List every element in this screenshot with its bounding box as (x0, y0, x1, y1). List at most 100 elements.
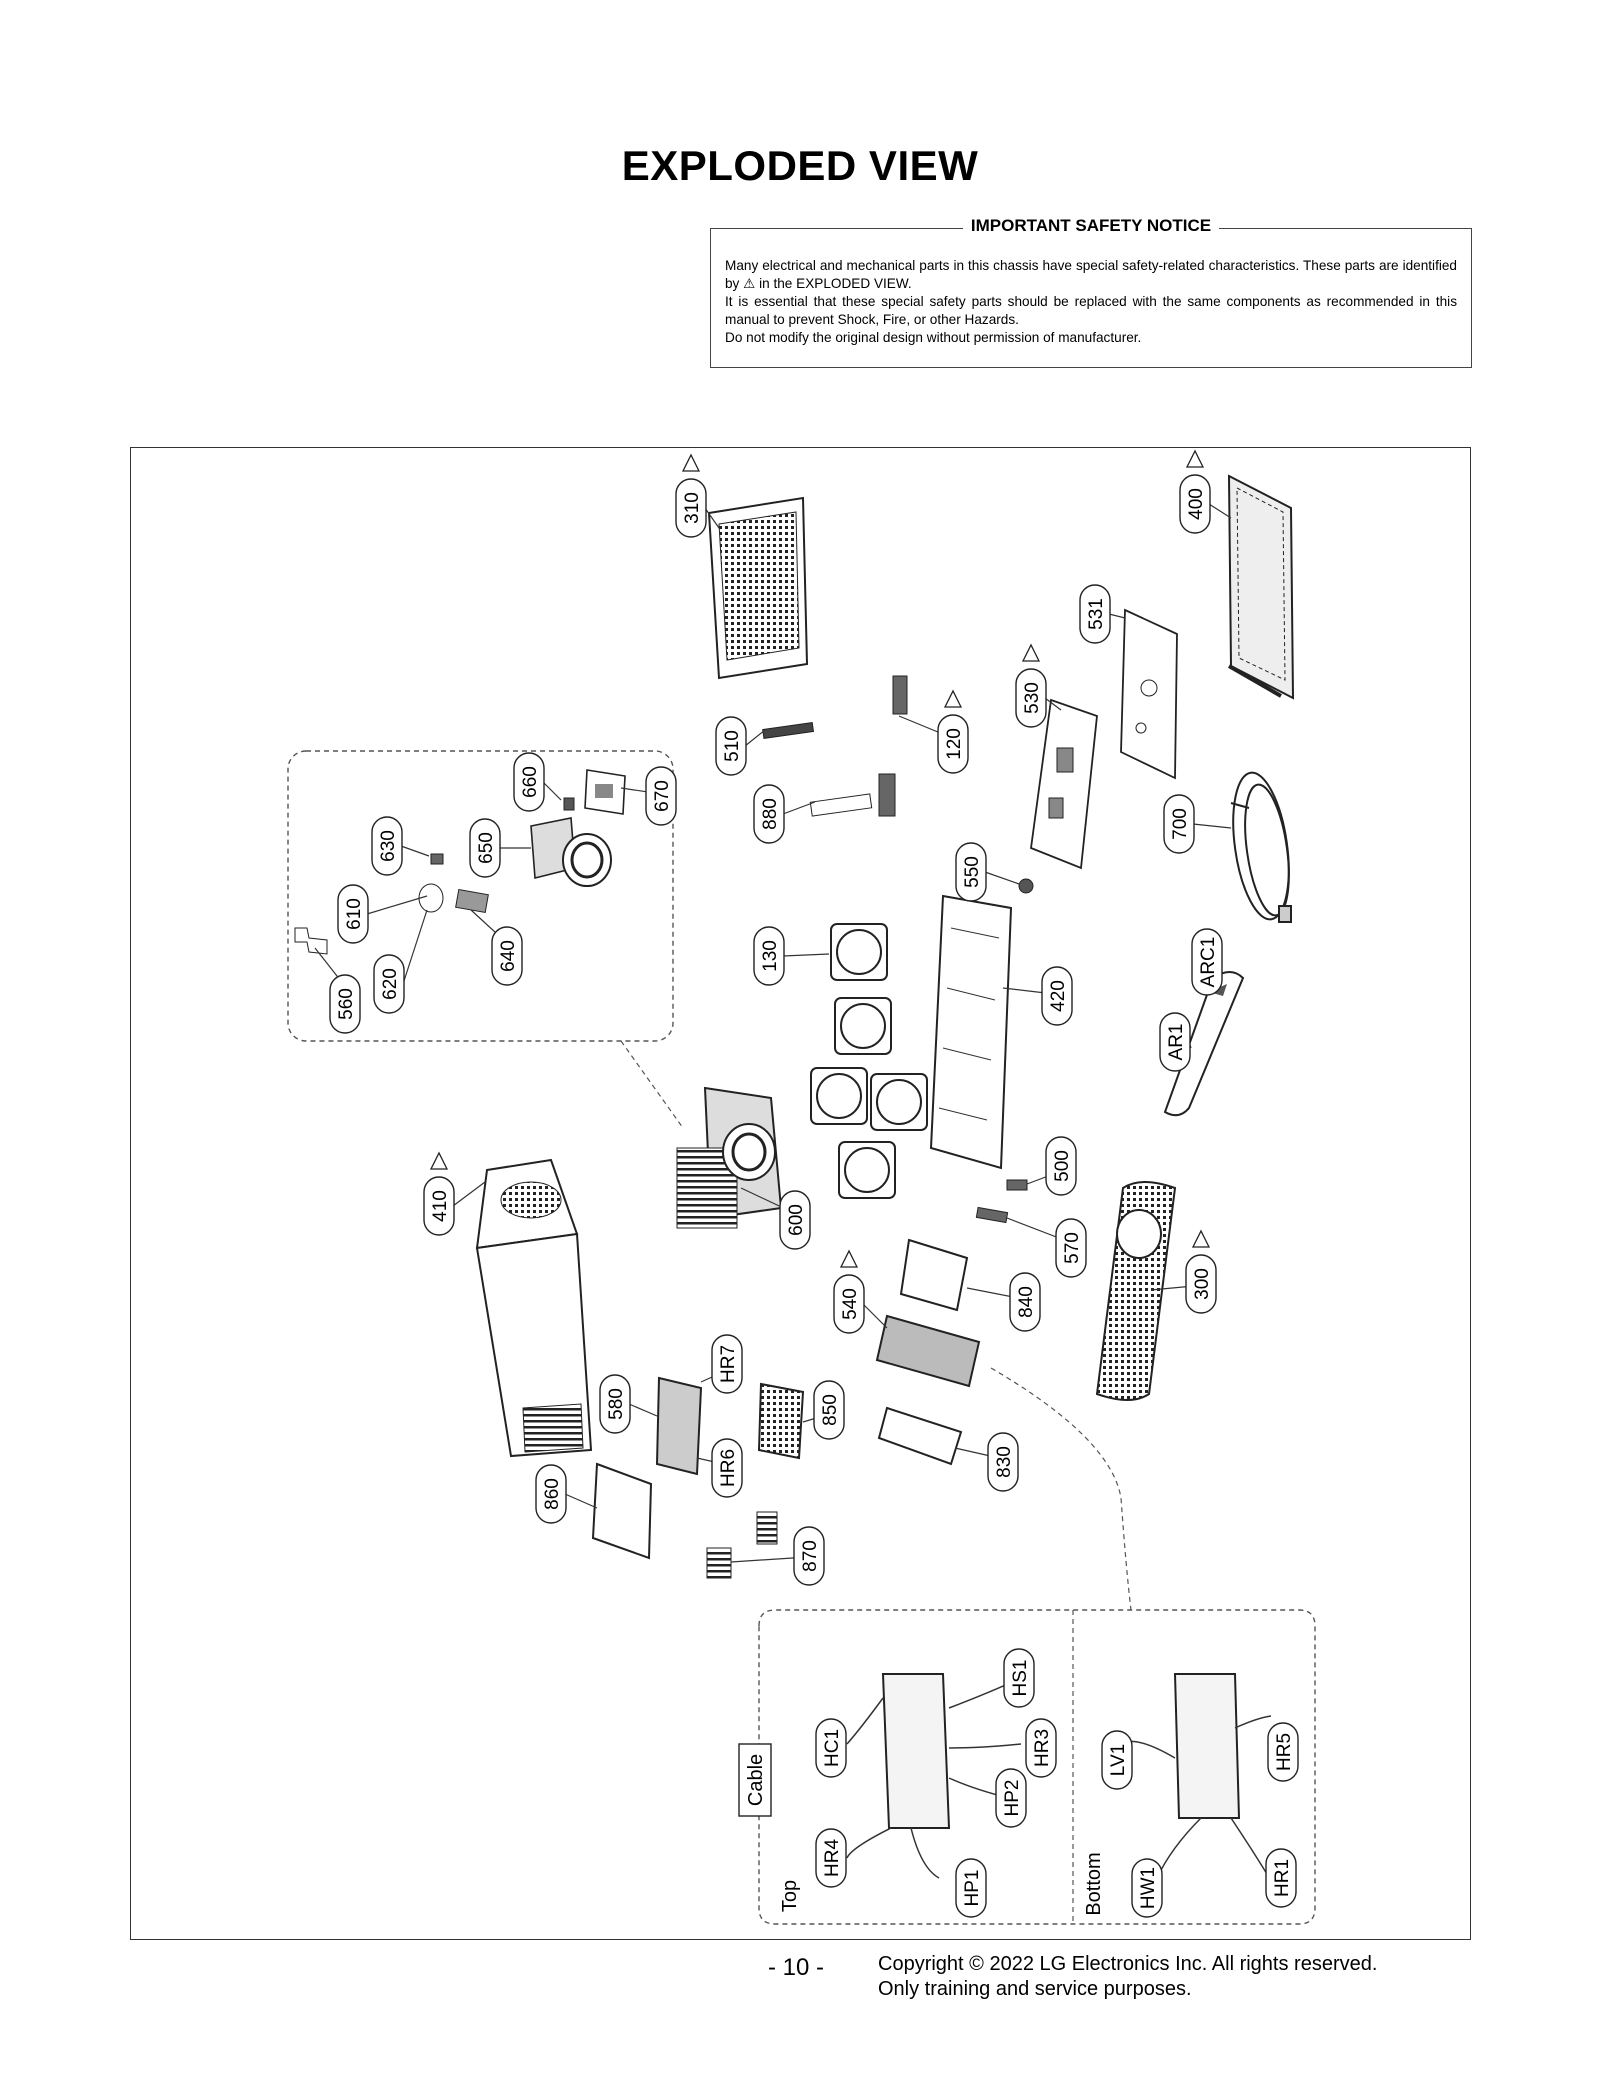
part-650-lens-engine (530, 817, 612, 887)
callout-label-p600: 600 (786, 1204, 807, 1236)
leader-line-p580 (628, 1403, 658, 1417)
callout-p531: 531 (1079, 584, 1111, 644)
callout-p560: 560 (329, 974, 361, 1034)
callout-p870: 870 (793, 1526, 825, 1586)
callout-label-p560: 560 (336, 988, 357, 1020)
cable-label-label: Cable (738, 1743, 772, 1817)
callout-p300: 300 (1185, 1229, 1217, 1314)
cable-label-top_label: Top (779, 1880, 801, 1912)
part-850 (757, 1382, 805, 1460)
callout-p660: 660 (513, 752, 545, 812)
svg-text:Cable: Cable (745, 1754, 767, 1806)
callout-p540: 540 (833, 1249, 865, 1334)
callout-p550: 550 (955, 842, 987, 902)
part-560 (294, 927, 328, 955)
leader-line-p510 (744, 729, 766, 747)
part-410-rear-cover (475, 1158, 593, 1458)
safety-warning-icon (1191, 1229, 1211, 1248)
callout-p570: 570 (1055, 1218, 1087, 1278)
callout-label-phr7: HR7 (718, 1345, 739, 1383)
leader-line-p310 (704, 507, 720, 529)
part-510 (762, 721, 815, 739)
leader-line-p531 (1108, 613, 1126, 619)
callout-label-p120: 120 (944, 728, 965, 760)
leader-line-p610 (366, 895, 428, 915)
part-400-cover (1227, 474, 1295, 700)
callout-label-phr5: HR5 (1274, 1733, 1295, 1771)
callout-label-p570: 570 (1062, 1232, 1083, 1264)
page-title: EXPLODED VIEW (621, 142, 979, 189)
callout-phr4: HR4 (815, 1828, 847, 1888)
safety-warning-icon (943, 689, 963, 708)
callout-phr5: HR5 (1267, 1722, 1299, 1782)
safety-warning-icon (429, 1151, 449, 1170)
safety-warning-icon (1185, 449, 1205, 468)
callout-p130: 130 (753, 926, 785, 986)
part-300-grille (1095, 1181, 1177, 1401)
callout-phr3: HR3 (1025, 1718, 1057, 1778)
callout-p640: 640 (491, 926, 523, 986)
part-630 (430, 853, 444, 865)
callout-label-p410: 410 (430, 1190, 451, 1222)
leader-line-p660 (542, 781, 562, 801)
callout-p610: 610 (337, 884, 369, 944)
svg-text:Bottom: Bottom (1083, 1852, 1105, 1915)
part-840-bracket (899, 1238, 969, 1312)
callout-label-p830: 830 (994, 1446, 1015, 1478)
part-570 (975, 1206, 1009, 1224)
callout-phc1: HC1 (815, 1718, 847, 1778)
footer-copyright: Copyright © 2022 LG Electronics Inc. All… (878, 1952, 1377, 2002)
callout-label-p640: 640 (498, 940, 519, 972)
part-310-grille (707, 496, 809, 680)
part-130-fans (810, 923, 928, 1199)
callout-label-php2: HP2 (1002, 1780, 1023, 1817)
leader-line-p130 (782, 953, 830, 957)
callout-p420: 420 (1041, 966, 1073, 1026)
callout-p500: 500 (1045, 1136, 1077, 1196)
part-660 (563, 797, 575, 811)
training-note: Only training and service purposes. (878, 1978, 1192, 2000)
part-530-board (1030, 698, 1098, 870)
leader-line-p400 (1208, 503, 1232, 519)
callout-phr6: HR6 (711, 1438, 743, 1498)
callout-php2: HP2 (995, 1768, 1027, 1828)
part-420-frame (929, 894, 1013, 1170)
callout-p400: 400 (1179, 449, 1211, 534)
callout-phs1: HS1 (1003, 1648, 1035, 1708)
callout-label-p660: 660 (520, 766, 541, 798)
callout-phr1: HR1 (1265, 1848, 1297, 1908)
callout-p850: 850 (813, 1380, 845, 1440)
callout-p600: 600 (779, 1190, 811, 1250)
callout-p880: 880 (753, 784, 785, 844)
callout-label-parc1: ARC1 (1198, 937, 1219, 988)
safety-notice: IMPORTANT SAFETY NOTICE Many electrical … (710, 216, 1472, 368)
leader-line-p630 (400, 845, 430, 857)
leader-line-p700 (1192, 823, 1232, 829)
part-550 (1018, 878, 1034, 894)
callout-p620: 620 (373, 954, 405, 1014)
leader-line-p540 (862, 1303, 888, 1329)
callout-par1: AR1 (1159, 1012, 1191, 1072)
callout-label-p610: 610 (344, 898, 365, 930)
callout-p510: 510 (715, 716, 747, 776)
notice-heading: IMPORTANT SAFETY NOTICE (962, 216, 1220, 235)
callout-label-p840: 840 (1016, 1286, 1037, 1318)
callout-plv1: LV1 (1101, 1730, 1133, 1790)
callout-label-p130: 130 (760, 940, 781, 972)
callout-label-p670: 670 (652, 780, 673, 812)
callout-p840: 840 (1009, 1272, 1041, 1332)
safety-warning-icon (681, 453, 701, 472)
cable-bottom-board (1173, 1673, 1241, 1819)
callout-label-php1: HP1 (962, 1870, 983, 1907)
part-870 (706, 1511, 778, 1579)
callout-label-phr6: HR6 (718, 1449, 739, 1487)
leader-line-p530 (1044, 697, 1062, 711)
svg-text:Top: Top (779, 1880, 801, 1912)
callout-p700: 700 (1163, 794, 1195, 854)
part-700-power-cord (1230, 771, 1292, 923)
callout-label-p530: 530 (1022, 682, 1043, 714)
callout-label-p400: 400 (1186, 488, 1207, 520)
leader-line-p880 (782, 801, 816, 815)
callout-phw1: HW1 (1131, 1858, 1163, 1918)
